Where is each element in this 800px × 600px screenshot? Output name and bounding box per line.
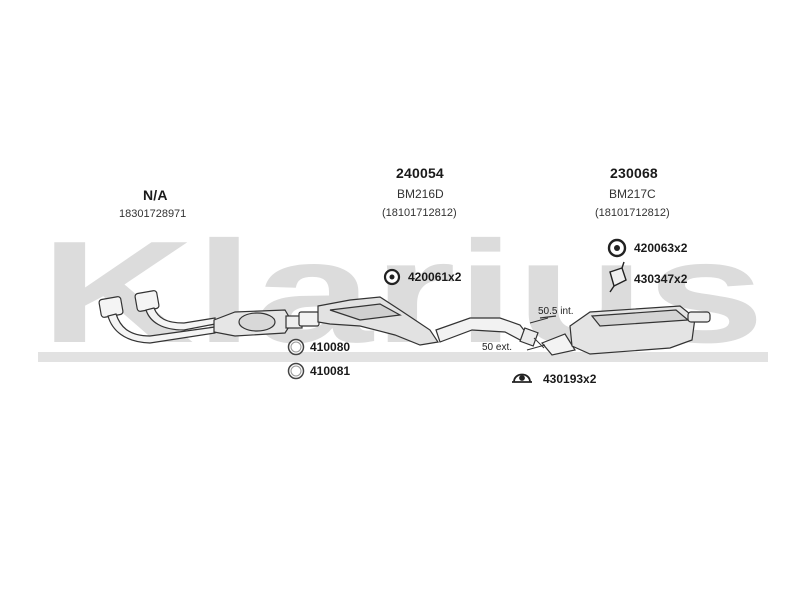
accessory-label: 420061x2 xyxy=(408,270,462,284)
gasket-ring-icon xyxy=(287,338,305,356)
centre-silencer xyxy=(298,296,539,347)
accessory-label: 430193x2 xyxy=(543,372,597,386)
dimension-internal: 50.5 int. xyxy=(538,306,574,317)
group-1-part-number: N/A xyxy=(143,187,168,203)
watermark-underline xyxy=(38,352,768,362)
group-2-part-number: 240054 xyxy=(396,165,444,181)
rubber-mount-icon xyxy=(607,238,627,258)
accessory-label: 410081 xyxy=(310,364,351,378)
group-3-reference: (18101712812) xyxy=(595,207,670,219)
gasket-ring-icon xyxy=(287,362,305,380)
group-2-reference: (18101712812) xyxy=(382,207,457,219)
group-1-reference: 18301728971 xyxy=(119,208,187,220)
group-3-code: BM217C xyxy=(609,187,656,201)
dimension-marks xyxy=(526,317,549,351)
accessory-label: 430347x2 xyxy=(634,272,688,286)
rubber-ring-icon xyxy=(383,268,401,286)
dimension-external: 50 ext. xyxy=(482,342,513,353)
clamp-icon xyxy=(512,373,532,383)
accessory-label: 420063x2 xyxy=(634,241,688,255)
accessory-label: 410080 xyxy=(310,340,351,354)
group-3-part-number: 230068 xyxy=(610,165,658,181)
hanger-bracket-icon xyxy=(609,261,627,293)
front-downpipe-catalyst xyxy=(98,290,303,344)
group-2-code: BM216D xyxy=(397,187,444,201)
rear-silencer xyxy=(539,305,711,356)
